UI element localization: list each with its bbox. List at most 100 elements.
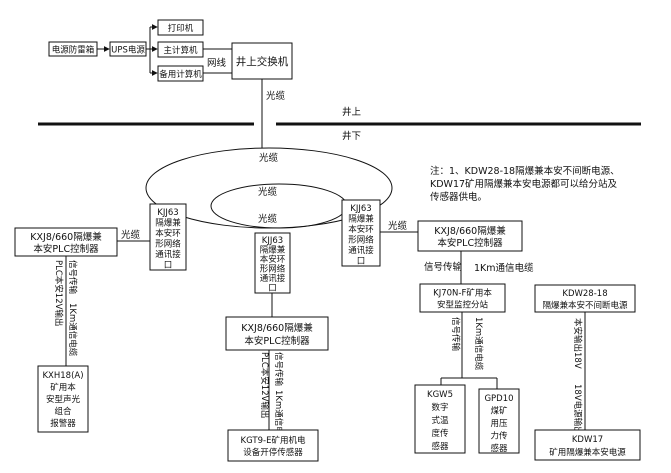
svg-text:本安环: 本安环 bbox=[260, 254, 286, 265]
svg-text:矿用本: 矿用本 bbox=[50, 382, 76, 393]
svg-text:隔爆兼: 隔爆兼 bbox=[260, 245, 286, 256]
svg-text:感器: 感器 bbox=[431, 441, 449, 452]
plc-controller-right bbox=[417, 220, 523, 252]
left-output-label: PLC本安12V输出 bbox=[53, 260, 64, 326]
station-cable-label: 1Km通信电缆 bbox=[473, 317, 484, 371]
right-cable-label: 1Km通信电缆 bbox=[474, 262, 534, 274]
kdw28-ups-box bbox=[534, 284, 636, 313]
ups-output-label: 本安输出18V bbox=[572, 318, 583, 369]
mid-fiber-label: 光缆 bbox=[258, 213, 278, 225]
kgw5-sensor-box bbox=[414, 384, 466, 454]
svg-text:数字: 数字 bbox=[431, 402, 448, 413]
below-ground-label: 井下 bbox=[342, 130, 361, 142]
svg-text:通讯接: 通讯接 bbox=[348, 245, 374, 256]
svg-text:力传: 力传 bbox=[490, 431, 508, 442]
kjj63-middle-node bbox=[254, 232, 291, 294]
svg-text:隔爆兼: 隔爆兼 bbox=[155, 218, 181, 229]
network-line-label: 网线 bbox=[207, 57, 227, 69]
svg-text:安型声光: 安型声光 bbox=[46, 394, 81, 405]
svg-text:口: 口 bbox=[268, 284, 277, 294]
power-surge-label: 电源防雷箱 bbox=[52, 45, 95, 56]
plc-left-line-2: 本安PLC控制器 bbox=[33, 243, 99, 255]
kgt9-sensor-box bbox=[227, 429, 319, 462]
switch-fiber-label: 光缆 bbox=[266, 90, 286, 102]
svg-text:KGW5: KGW5 bbox=[427, 390, 453, 400]
svg-text:KJJ63: KJJ63 bbox=[262, 236, 283, 246]
kgt9-line-2: 设备开停传感器 bbox=[243, 447, 303, 458]
svg-text:KJJ63: KJJ63 bbox=[350, 204, 371, 214]
kjj63-right-label: KJJ63 隔爆兼 本安环 形网络 通讯接 口 bbox=[348, 204, 374, 267]
kdw28-line-2: 隔爆兼本安不间断电源 bbox=[542, 300, 628, 311]
kxh18-alarm-box bbox=[37, 365, 89, 433]
svg-text:形网络: 形网络 bbox=[260, 264, 286, 275]
inner-ring-fiber-label: 光缆 bbox=[258, 186, 278, 198]
middle-cable-label: 1Km通信电缆 bbox=[273, 390, 284, 444]
printer-box bbox=[157, 19, 204, 36]
svg-text:式温: 式温 bbox=[431, 415, 449, 426]
svg-text:组合: 组合 bbox=[54, 406, 72, 417]
plc-controller-left bbox=[14, 227, 118, 257]
surface-switch-box bbox=[231, 42, 293, 80]
surface-switch-label: 井上交换机 bbox=[236, 55, 289, 68]
note-line-2: KDW17矿用隔爆兼本安电源都可以给分站及 bbox=[430, 178, 618, 190]
note-line-3: 传感器供电。 bbox=[430, 191, 487, 203]
kdw28-line-1: KDW28-18 bbox=[562, 289, 607, 299]
kdw17-power-box bbox=[534, 429, 641, 461]
svg-text:形网络: 形网络 bbox=[155, 239, 181, 250]
kjj63-left-node bbox=[149, 203, 187, 271]
backup-computer-label: 备用计算机 bbox=[159, 69, 202, 80]
svg-text:煤矿: 煤矿 bbox=[490, 406, 508, 417]
svg-text:GPD10: GPD10 bbox=[484, 394, 513, 404]
kgt9-line-1: KGT9-E矿用机电 bbox=[241, 435, 306, 446]
svg-text:度传: 度传 bbox=[431, 428, 449, 439]
kj70n-line-1: KJ70N-F矿用本 bbox=[433, 288, 492, 299]
left-cable-label: 1Km通信电缆 bbox=[67, 303, 78, 357]
svg-text:形网络: 形网络 bbox=[348, 235, 374, 246]
svg-text:本安环: 本安环 bbox=[155, 228, 181, 239]
kgw5-sensor-label: KGW5 数字 式温 度传 感器 bbox=[427, 390, 453, 452]
svg-text:KXH18(A): KXH18(A) bbox=[42, 371, 83, 381]
inner-fiber-ring bbox=[210, 183, 348, 229]
plc-right-line-1: KXJ8/660隔爆兼 bbox=[434, 225, 506, 237]
note-line-1: 注：1、KDW28-18隔爆兼本安不间断电源、 bbox=[430, 165, 620, 177]
svg-text:隔爆兼: 隔爆兼 bbox=[348, 214, 374, 225]
svg-text:通讯接: 通讯接 bbox=[155, 249, 181, 260]
svg-text:口: 口 bbox=[357, 257, 366, 267]
middle-output-label: PLC本安12V输出 bbox=[259, 352, 270, 418]
kj70n-station-box bbox=[419, 283, 506, 313]
plc-controller-middle bbox=[225, 316, 329, 351]
svg-text:通讯接: 通讯接 bbox=[260, 273, 286, 284]
plc-middle-line-1: KXJ8/660隔爆兼 bbox=[241, 322, 313, 334]
kxh18-alarm-label: KXH18(A) 矿用本 安型声光 组合 报警器 bbox=[42, 371, 83, 429]
power-output-label: 18V电源输出 bbox=[572, 384, 583, 435]
kdw17-line-2: 矿用隔爆兼本安电源 bbox=[549, 447, 626, 458]
gpd10-sensor-box bbox=[478, 388, 520, 454]
svg-text:感器: 感器 bbox=[490, 443, 508, 454]
main-computer-label: 主计算机 bbox=[163, 45, 198, 56]
outer-ring-fiber-label: 光缆 bbox=[259, 152, 279, 164]
svg-text:KJJ63: KJJ63 bbox=[157, 208, 178, 218]
kjj63-middle-label: KJJ63 隔爆兼 本安环 形网络 通讯接 口 bbox=[260, 236, 286, 294]
right-signal-label: 信号传输 bbox=[424, 261, 463, 273]
svg-text:报警器: 报警器 bbox=[50, 418, 76, 429]
above-ground-label: 井上 bbox=[342, 106, 362, 118]
left-fiber-label: 光缆 bbox=[121, 229, 141, 241]
kjj63-left-label: KJJ63 隔爆兼 本安环 形网络 通讯接 口 bbox=[155, 208, 181, 271]
ups-label: UPS电源 bbox=[111, 45, 145, 56]
printer-label: 打印机 bbox=[168, 23, 194, 34]
kj70n-line-2: 安型监控分站 bbox=[437, 300, 489, 311]
station-signal-label: 信号传输 bbox=[450, 317, 461, 352]
kjj63-right-node bbox=[341, 199, 381, 267]
plc-middle-line-2: 本安PLC控制器 bbox=[244, 335, 310, 347]
left-signal-label: 信号传输 bbox=[67, 260, 78, 295]
gpd10-sensor-label: GPD10 煤矿 用压 力传 感器 bbox=[484, 394, 513, 454]
kdw17-line-1: KDW17 bbox=[572, 435, 603, 445]
plc-right-line-2: 本安PLC控制器 bbox=[437, 237, 503, 249]
middle-signal-label: 信号传输 bbox=[273, 352, 284, 387]
svg-text:口: 口 bbox=[164, 261, 173, 271]
right-fiber-label: 光缆 bbox=[388, 220, 408, 232]
svg-text:用压: 用压 bbox=[490, 419, 508, 429]
svg-text:本安环: 本安环 bbox=[348, 224, 374, 235]
plc-left-line-1: KXJ8/660隔爆兼 bbox=[30, 231, 102, 243]
